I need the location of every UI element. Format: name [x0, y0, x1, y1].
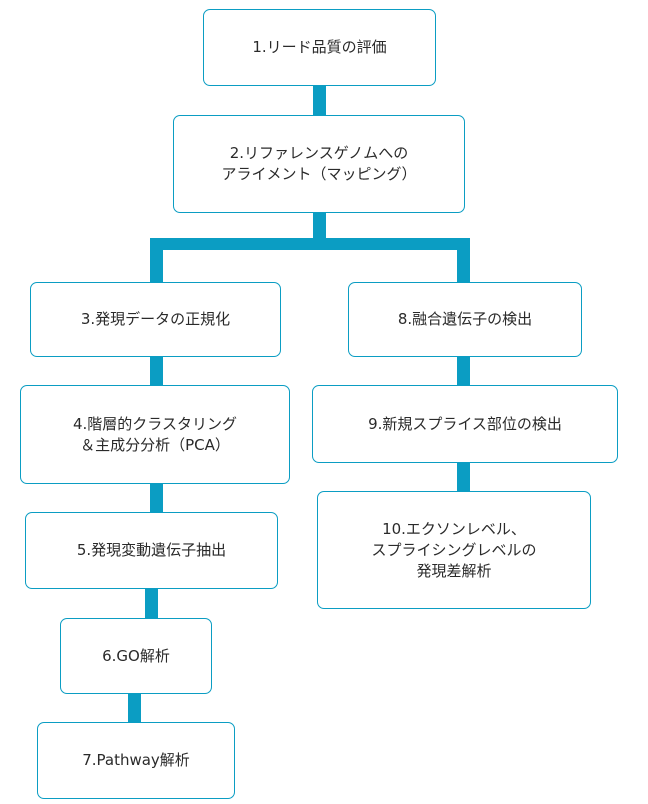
step-3-normalization: 3.発現データの正規化	[30, 282, 281, 357]
step-10-differential-expression: 10.エクソンレベル、 スプライシングレベルの 発現差解析	[317, 491, 591, 609]
connector-branch-left-drop	[150, 238, 163, 283]
connector-4-5	[150, 483, 163, 513]
step-10-label-line1: 10.エクソンレベル、	[382, 519, 526, 538]
connector-9-10	[457, 462, 470, 492]
step-8-label: 8.融合遺伝子の検出	[397, 310, 533, 328]
step-4-label-line2: ＆主成分分析（PCA）	[80, 435, 230, 454]
step-10-label-line3: 発現差解析	[416, 561, 492, 580]
step-5-deg-extraction: 5.発現変動遺伝子抽出	[25, 512, 278, 589]
connector-3-4	[150, 356, 163, 386]
step-9-novel-splice-site-detection: 9.新規スプライス部位の検出	[312, 385, 618, 463]
step-10-label-line2: スプライシングレベルの	[371, 540, 537, 559]
step-2-label-line1: 2.リファレンスゲノムへの	[229, 144, 409, 162]
step-5-label: 5.発現変動遺伝子抽出	[76, 541, 227, 559]
step-9-label: 9.新規スプライス部位の検出	[368, 414, 562, 433]
connector-branch-horizontal	[150, 238, 470, 250]
connector-5-6	[145, 588, 158, 619]
connector-6-7	[128, 693, 141, 723]
step-1-read-quality: 1.リード品質の評価	[203, 9, 436, 86]
connector-1-2	[313, 85, 326, 116]
step-6-label: 6.GO解析	[102, 646, 170, 665]
connector-branch-right-drop	[457, 238, 470, 283]
connector-8-9	[457, 356, 470, 386]
step-7-label: 7.Pathway解析	[82, 751, 190, 769]
step-6-go-analysis: 6.GO解析	[60, 618, 212, 694]
step-8-fusion-gene-detection: 8.融合遺伝子の検出	[348, 282, 582, 357]
step-1-label: 1.リード品質の評価	[252, 38, 387, 56]
step-4-label-line1: 4.階層的クラスタリング	[72, 414, 237, 433]
step-2-label-line2: アライメント（マッピング）	[221, 165, 417, 183]
step-7-pathway-analysis: 7.Pathway解析	[37, 722, 235, 799]
step-4-clustering-pca: 4.階層的クラスタリング ＆主成分分析（PCA）	[20, 385, 290, 484]
step-3-label: 3.発現データの正規化	[80, 310, 231, 328]
step-2-alignment: 2.リファレンスゲノムへの アライメント（マッピング）	[173, 115, 465, 213]
